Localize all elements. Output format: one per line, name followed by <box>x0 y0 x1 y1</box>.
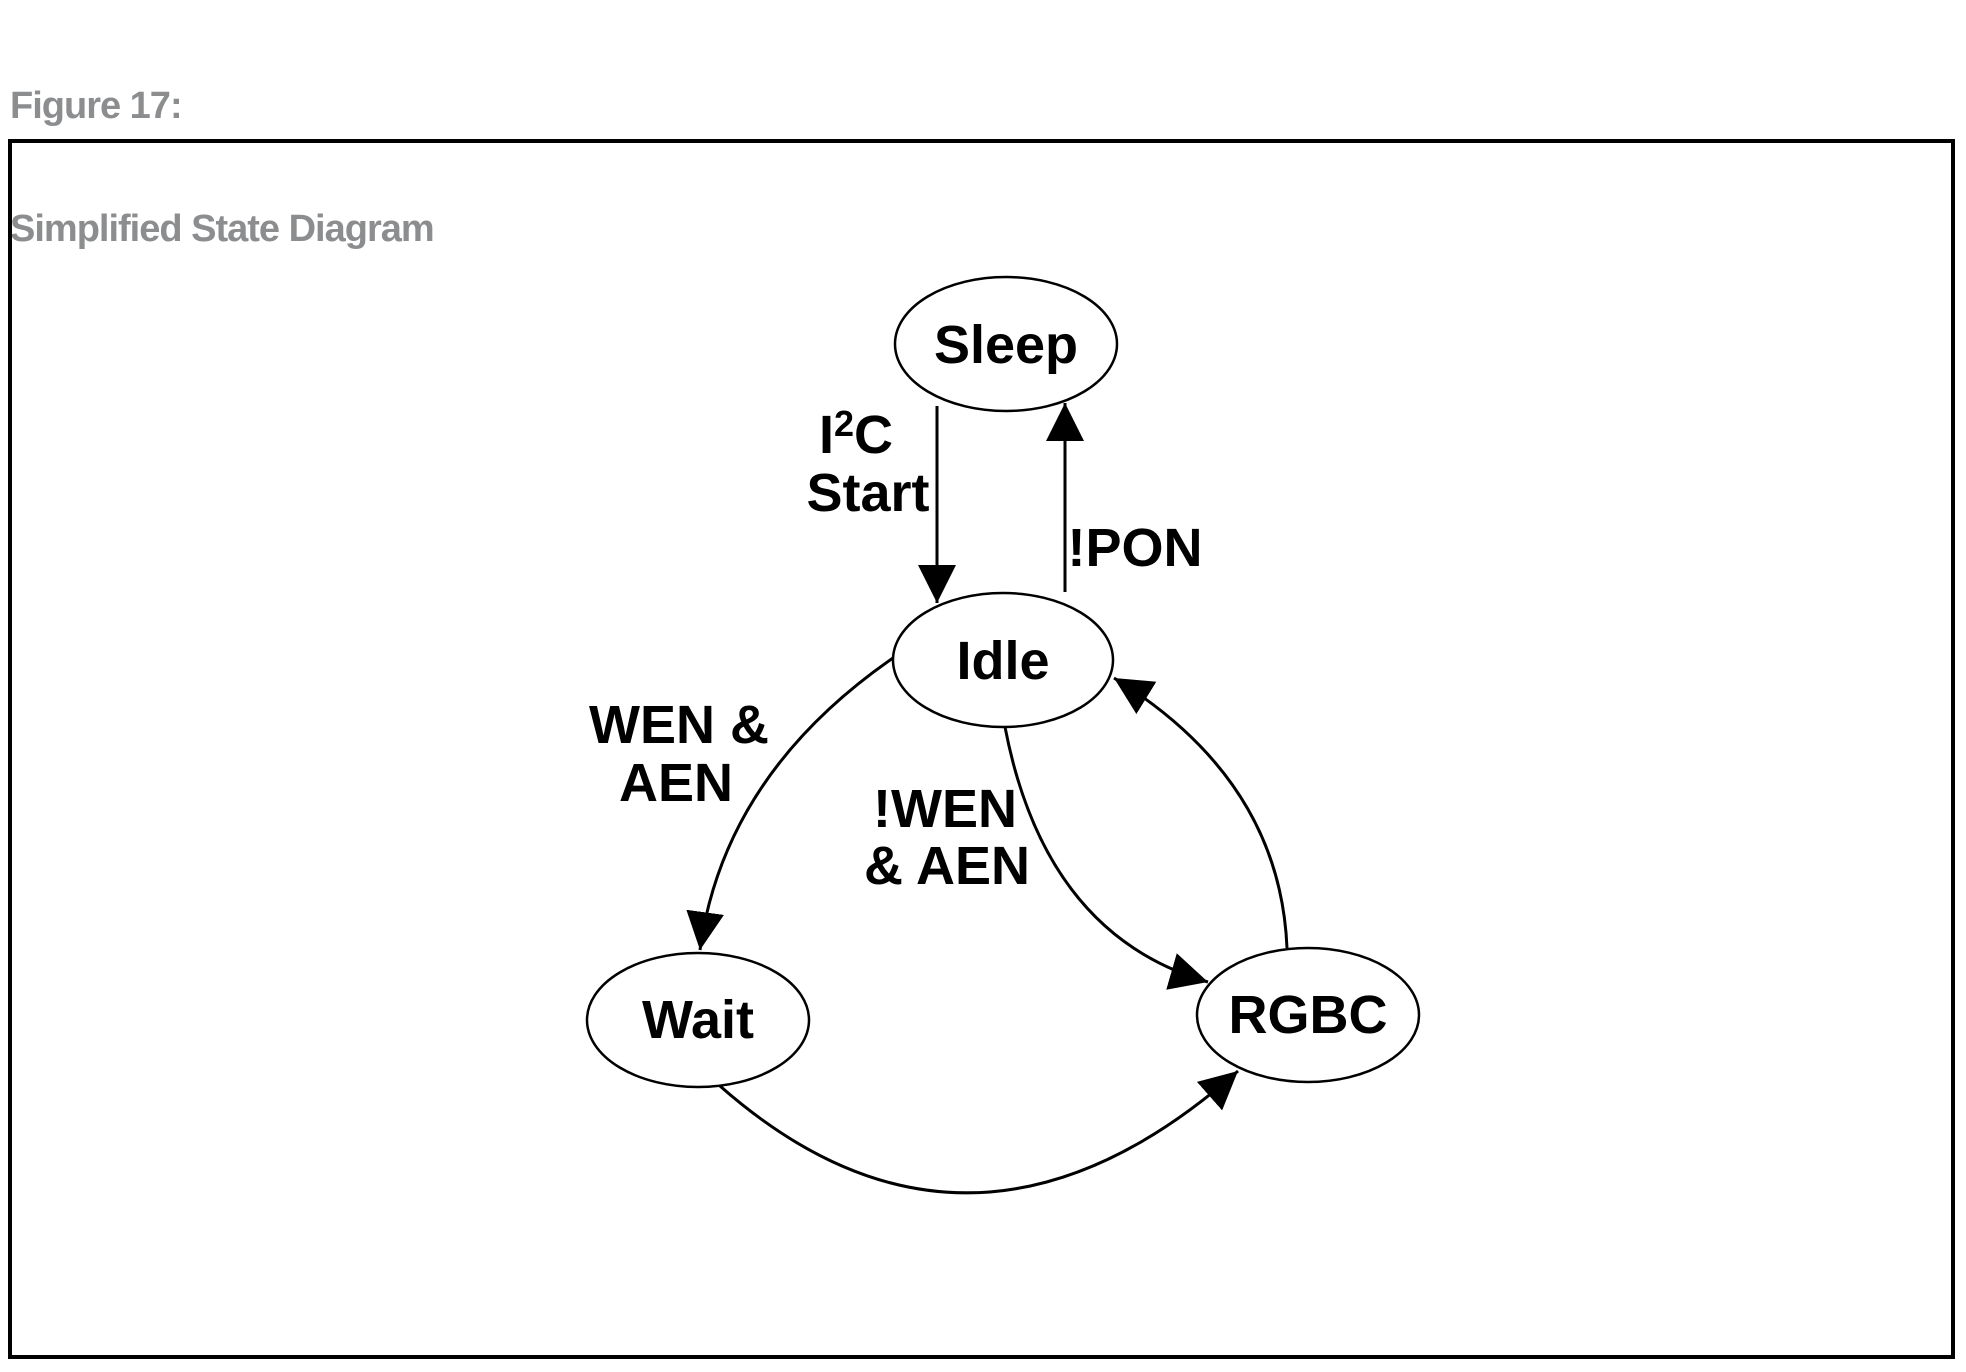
transition-rgbc-to-idle-arrow <box>1113 676 1289 949</box>
transition-label-wen-aen-line1: WEN & <box>589 695 769 755</box>
transition-label-pon: !PON <box>1068 518 1203 578</box>
state-rgbc-ellipse <box>1195 946 1421 1084</box>
state-wait-ellipse <box>585 951 811 1089</box>
figure-title: Simplified State Diagram <box>10 208 435 250</box>
state-wait-label: Wait <box>642 990 754 1050</box>
state-idle-label: Idle <box>956 631 1049 691</box>
transition-label-i2c-start-line2: Start <box>806 463 929 523</box>
figure-number: Figure 17: <box>10 85 183 127</box>
transition-idle-to-rgbc-arrow <box>1003 726 1209 990</box>
figure-caption: Figure 17: Simplified State Diagram <box>10 4 435 332</box>
transition-label-wen-aen-line2: AEN <box>619 753 733 813</box>
transition-label-not-wen-aen-line1: !WEN <box>873 779 1017 839</box>
transition-label-not-wen-aen-line2: & AEN <box>864 836 1030 896</box>
transition-label-i2c-start-line1: I2C <box>819 403 893 465</box>
figure-frame <box>8 139 1955 1359</box>
transition-wait-to-rgbc-arrow <box>719 1069 1239 1195</box>
state-sleep-ellipse <box>893 275 1119 413</box>
state-rgbc-label: RGBC <box>1229 985 1388 1045</box>
transition-idle-to-wait-arrow <box>686 656 894 951</box>
state-idle-ellipse <box>891 591 1115 729</box>
state-sleep-label: Sleep <box>934 315 1078 375</box>
